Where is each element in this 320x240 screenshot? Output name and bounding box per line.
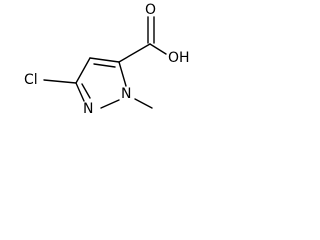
bond-n2-c3-double [81,83,91,99]
chemical-structure: Cl N N O OH [24,2,190,117]
bond-n1-n2 [100,99,120,109]
bond-c-oh [149,43,167,55]
bond-n1-methyl [134,98,153,109]
atom-label-chlorine: Cl [24,72,38,88]
bond-c3-cl [43,79,77,84]
bond-c5-carboxyl [118,43,151,63]
bond-c3-c4 [75,57,91,84]
bond-c5-n1 [118,61,127,87]
atom-label-hydroxyl: OH [168,50,190,66]
bond-c4-c5-double [93,63,116,68]
atom-label-carbonyl-oxygen: O [145,2,156,18]
atom-label-ring-nitrogen-1: N [121,86,131,102]
atom-label-ring-nitrogen-2: N [83,101,93,117]
bond-n2-c3 [75,82,85,102]
bond-c4-c5 [89,57,120,63]
